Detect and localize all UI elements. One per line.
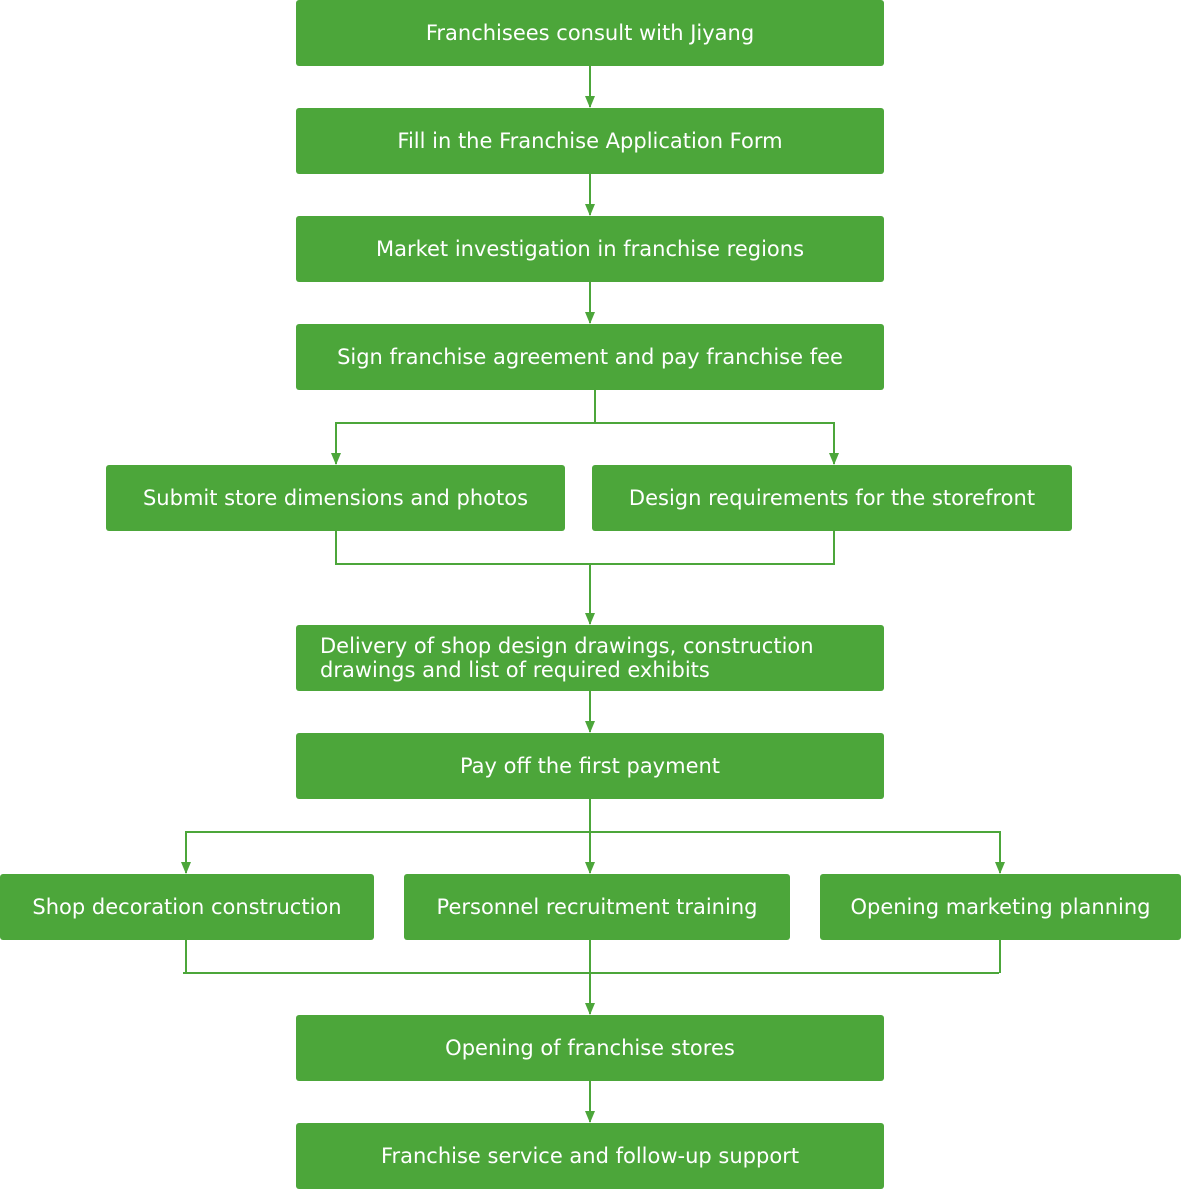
step-opening-stores: Opening of franchise stores xyxy=(296,1015,884,1081)
step-first-payment-label: Pay off the first payment xyxy=(459,754,721,778)
step-application-form: Fill in the Franchise Application Form xyxy=(296,108,884,174)
step-submit-dimensions: Submit store dimensions and photos xyxy=(106,465,565,531)
step-follow-up-support-label: Franchise service and follow-up support xyxy=(380,1144,800,1168)
step-consult-label: Franchisees consult with Jiyang xyxy=(425,21,755,45)
step-marketing-planning: Opening marketing planning xyxy=(820,874,1181,940)
step-sign-agreement: Sign franchise agreement and pay franchi… xyxy=(296,324,884,390)
step-sign-agreement-label: Sign franchise agreement and pay franchi… xyxy=(337,345,843,369)
step-delivery-drawings: Delivery of shop design drawings, constr… xyxy=(296,625,884,691)
step-decoration-construction-label: Shop decoration construction xyxy=(32,895,342,919)
step-follow-up-support: Franchise service and follow-up support xyxy=(296,1123,884,1189)
step-delivery-drawings-line2: drawings and list of required exhibits xyxy=(320,658,710,682)
step-application-form-label: Fill in the Franchise Application Form xyxy=(397,129,783,153)
step-decoration-construction: Shop decoration construction xyxy=(0,874,374,940)
step-opening-stores-label: Opening of franchise stores xyxy=(445,1036,735,1060)
step-delivery-drawings-line1: Delivery of shop design drawings, constr… xyxy=(320,634,814,658)
step-market-investigation-label: Market investigation in franchise region… xyxy=(375,237,805,261)
step-recruitment-training: Personnel recruitment training xyxy=(404,874,790,940)
step-design-requirements-label: Design requirements for the storefront xyxy=(628,486,1036,510)
step-marketing-planning-label: Opening marketing planning xyxy=(850,895,1151,919)
step-first-payment: Pay off the first payment xyxy=(296,733,884,799)
step-design-requirements: Design requirements for the storefront xyxy=(592,465,1072,531)
step-submit-dimensions-label: Submit store dimensions and photos xyxy=(142,486,529,510)
step-consult: Franchisees consult with Jiyang xyxy=(296,0,884,66)
step-recruitment-training-label: Personnel recruitment training xyxy=(436,895,758,919)
step-market-investigation: Market investigation in franchise region… xyxy=(296,216,884,282)
